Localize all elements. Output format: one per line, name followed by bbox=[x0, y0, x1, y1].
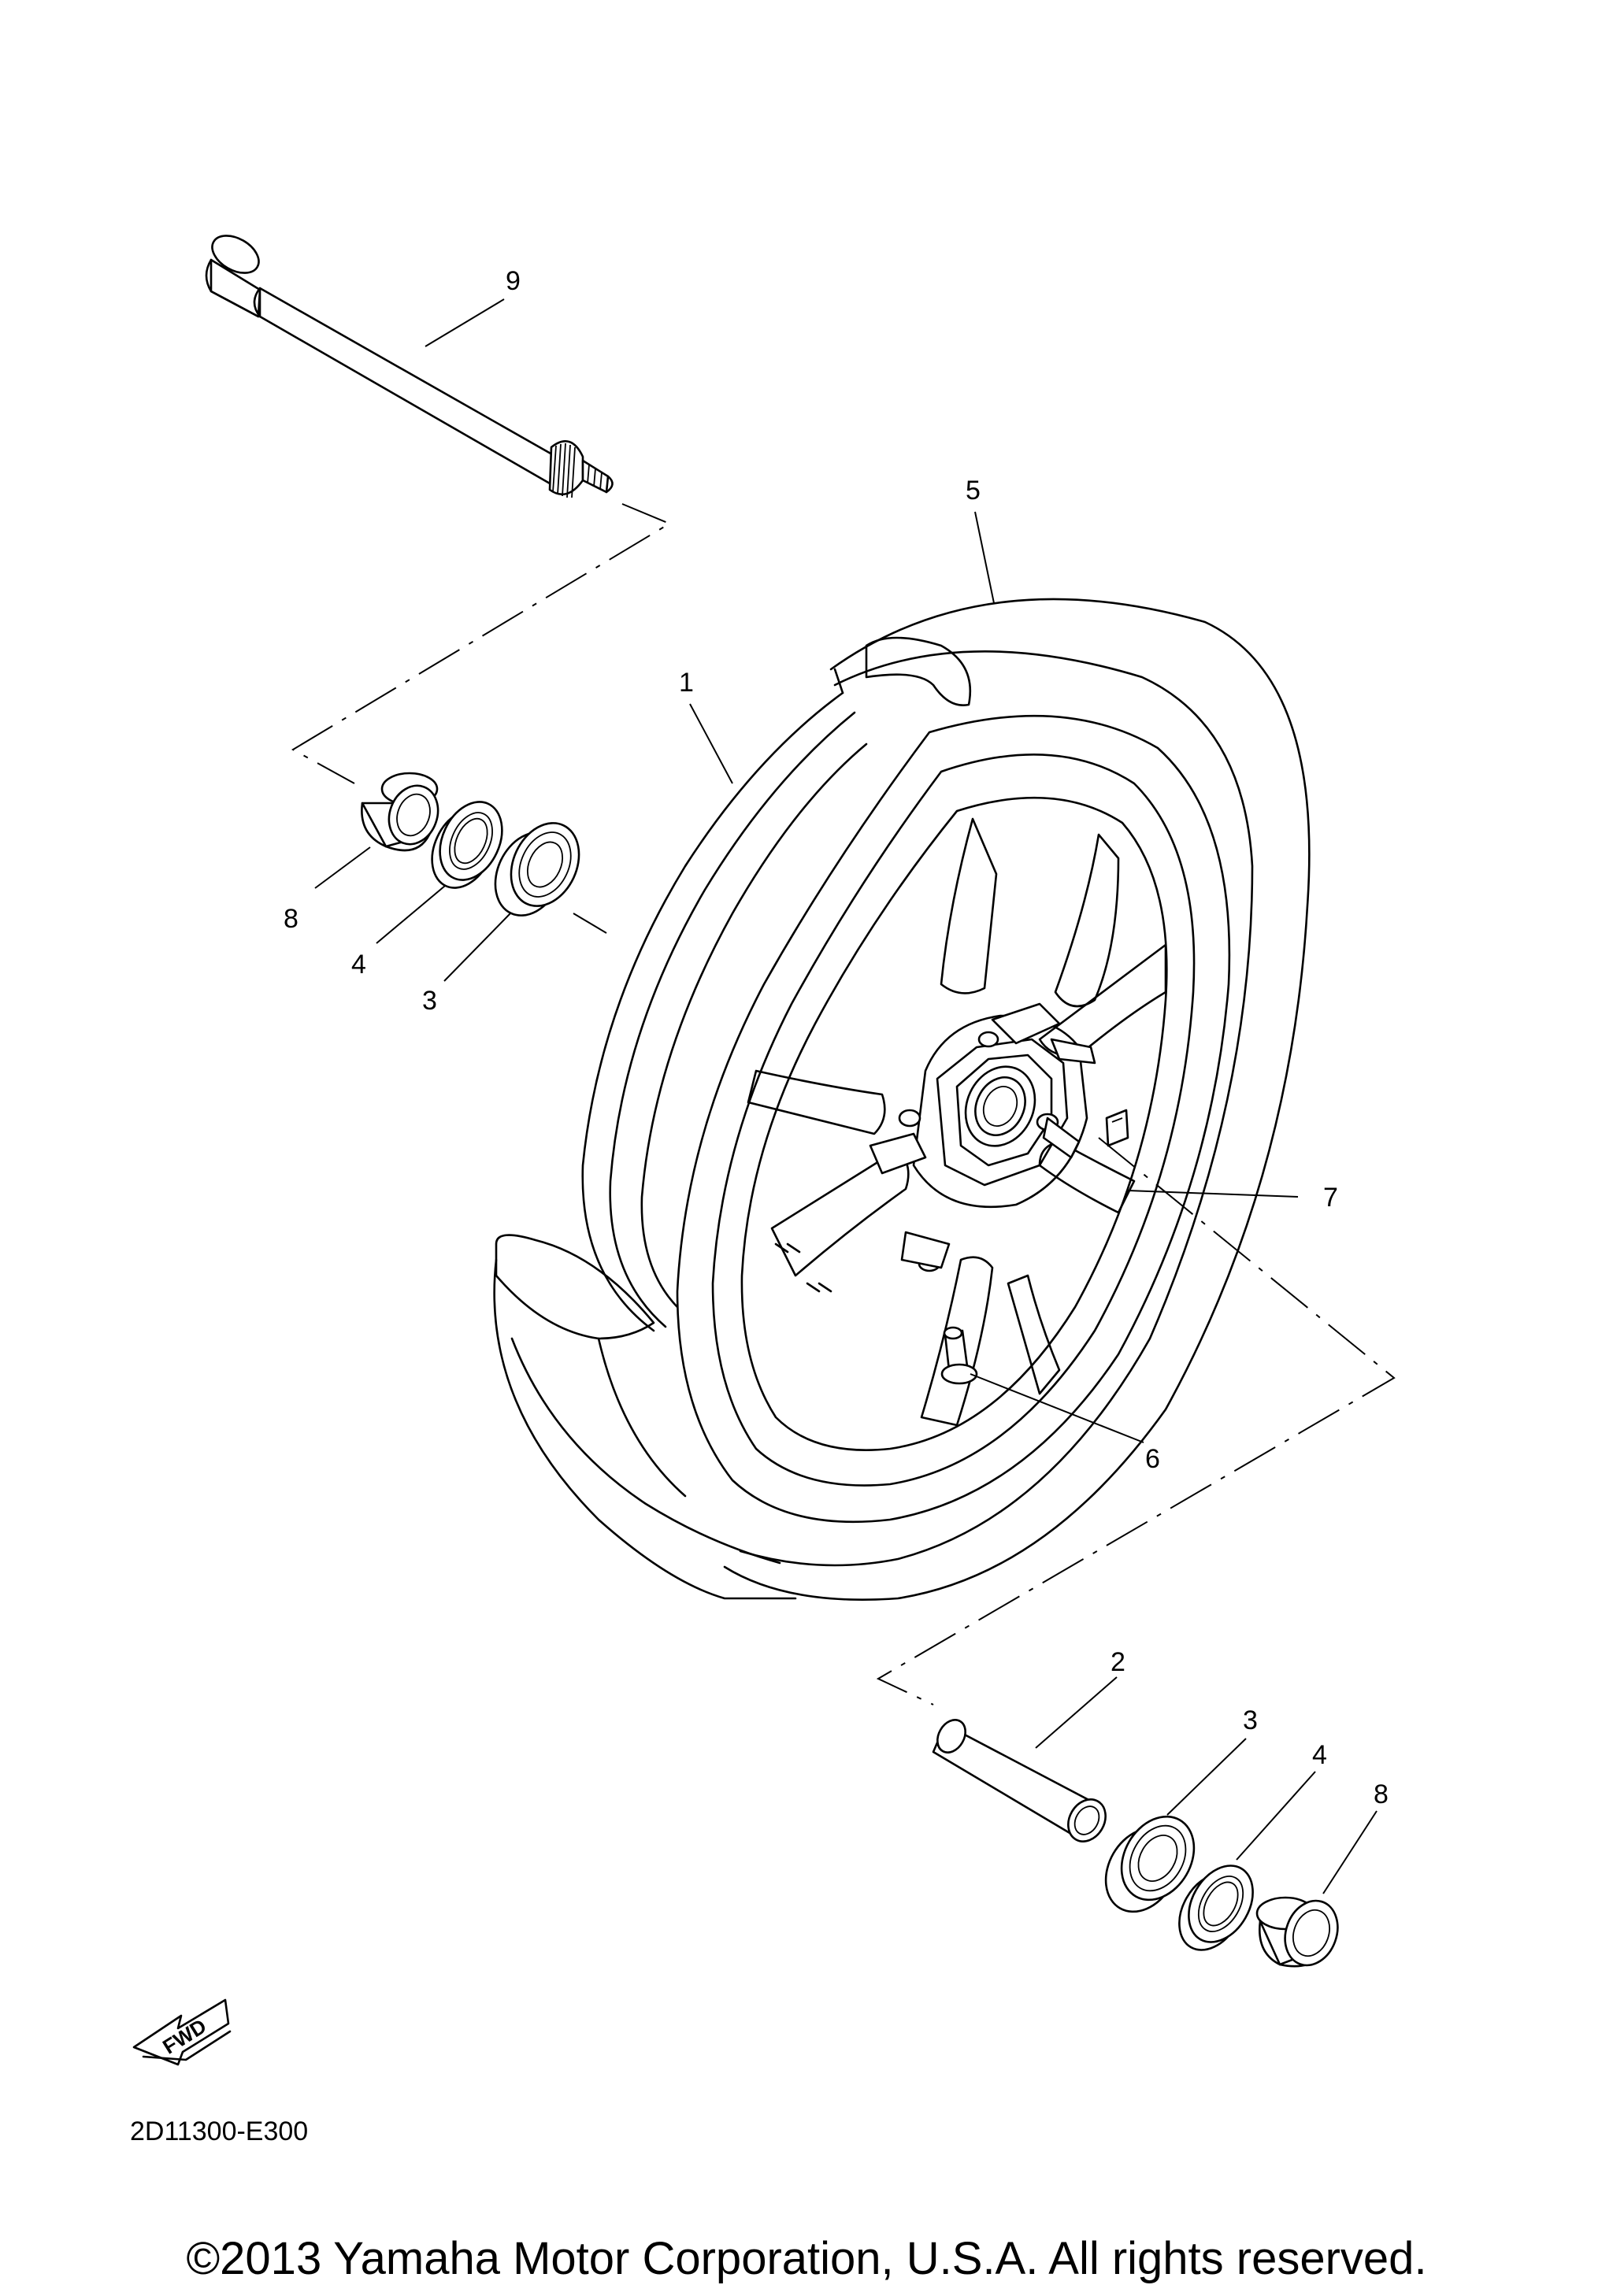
leader-8a bbox=[314, 846, 371, 889]
callout-7: 7 bbox=[1323, 1183, 1338, 1213]
callout-5: 5 bbox=[966, 476, 981, 505]
collar-part-8-lower bbox=[1255, 1896, 1339, 1968]
leader-4b bbox=[1236, 1771, 1316, 1861]
callout-4-upper: 4 bbox=[351, 950, 366, 980]
callout-4-lower: 4 bbox=[1312, 1740, 1327, 1770]
leader-9 bbox=[425, 298, 505, 347]
oil-seal-part-4-upper bbox=[431, 801, 503, 889]
spacer-part-2 bbox=[932, 1719, 1107, 1842]
tire-part-5 bbox=[493, 598, 1311, 1601]
leader-8b bbox=[1322, 1810, 1378, 1894]
leader-5 bbox=[974, 511, 995, 604]
oil-seal-part-4-lower bbox=[1178, 1865, 1254, 1951]
fwd-arrow-icon: FWD bbox=[132, 1998, 232, 2066]
callout-8-upper: 8 bbox=[284, 904, 298, 934]
callout-3-lower: 3 bbox=[1243, 1705, 1258, 1735]
axle-guide-line bbox=[573, 913, 607, 934]
callout-3-upper: 3 bbox=[422, 986, 437, 1016]
callout-8-lower: 8 bbox=[1374, 1779, 1389, 1809]
axle-part-9 bbox=[205, 235, 614, 498]
leader-3b bbox=[1166, 1738, 1247, 1816]
leader-4a bbox=[376, 885, 446, 944]
bearing-part-3-upper bbox=[494, 822, 580, 917]
callout-2: 2 bbox=[1111, 1647, 1125, 1677]
bearing-part-3-lower bbox=[1104, 1815, 1196, 1913]
callout-1: 1 bbox=[679, 668, 694, 698]
diagram-code: 2D11300-E300 bbox=[130, 2116, 308, 2146]
collar-part-8-upper bbox=[361, 772, 439, 852]
balance-weight-part-7 bbox=[1105, 1109, 1129, 1147]
leader-3a bbox=[443, 913, 511, 982]
callout-9: 9 bbox=[506, 266, 521, 296]
leader-1 bbox=[689, 703, 733, 784]
axle-centerline-lower bbox=[876, 1137, 1396, 1705]
leader-6 bbox=[970, 1373, 1144, 1443]
leader-lines bbox=[314, 298, 1378, 1894]
callout-6: 6 bbox=[1145, 1444, 1160, 1474]
callout-labels: 9 5 1 8 4 3 7 6 2 3 4 8 bbox=[284, 266, 1389, 1809]
leader-2 bbox=[1035, 1676, 1118, 1749]
axle-centerline bbox=[291, 503, 672, 784]
wheel-part-1 bbox=[581, 691, 1231, 1524]
copyright-notice: ©2013 Yamaha Motor Corporation, U.S.A. A… bbox=[186, 2233, 1427, 2284]
leader-7 bbox=[1127, 1190, 1299, 1198]
tire-valve-part-6 bbox=[940, 1326, 978, 1385]
